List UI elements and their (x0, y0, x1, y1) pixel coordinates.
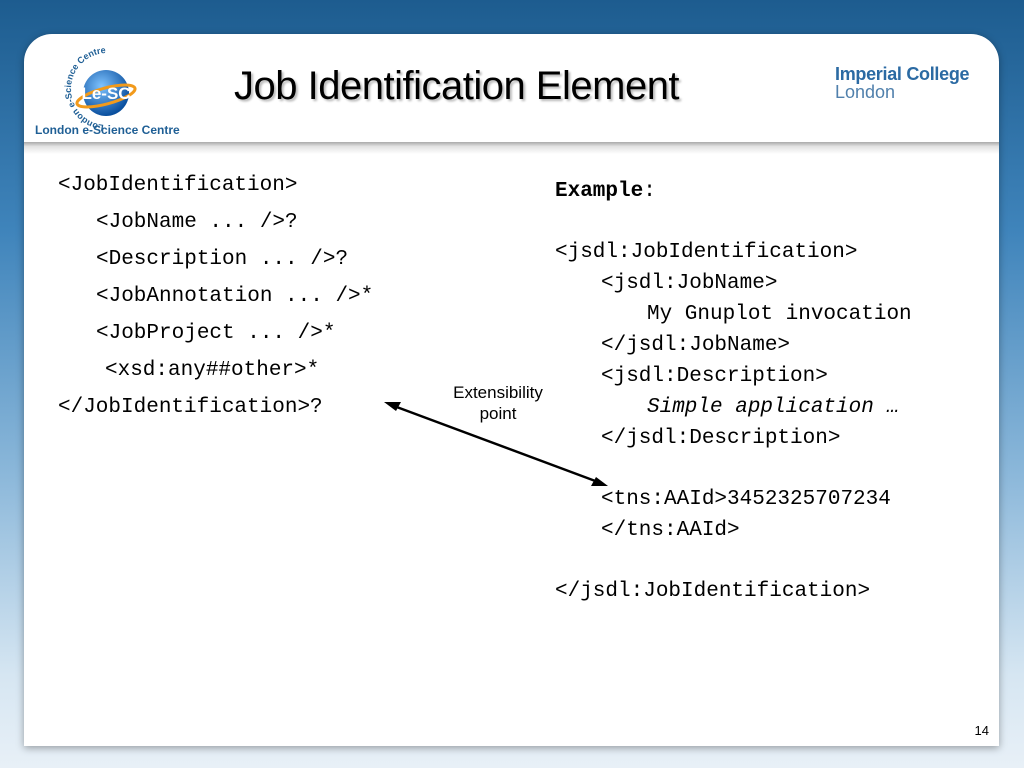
college-line-1: Imperial College (835, 64, 970, 84)
example-colon: : (643, 180, 656, 203)
example-line: Simple application … (647, 396, 900, 419)
code-line: </JobIdentification>? (58, 396, 323, 419)
arrow-head-left (384, 402, 401, 411)
example-line: </tns:AAId> (601, 519, 740, 542)
lesc-logo: London e-Science Centre Le-SC (62, 44, 137, 133)
code-line: <JobProject ... />* (96, 322, 336, 345)
code-line: <JobName ... />? (96, 211, 298, 234)
imperial-college-logo: Imperial College London (835, 64, 970, 102)
code-line: <Description ... />? (96, 248, 349, 271)
extensibility-callout: Extensibility point (436, 382, 560, 424)
header-shadow (24, 146, 999, 154)
example-line: <jsdl:Description> (601, 365, 828, 388)
example-line: </jsdl:Description> (601, 427, 841, 450)
arrow-head-right (591, 477, 608, 486)
example-line: <jsdl:JobIdentification> (555, 241, 858, 264)
example-line: </jsdl:JobName> (601, 334, 791, 357)
code-line: <JobIdentification> (58, 174, 298, 197)
slide: London e-Science Centre Le-SC London e-S… (24, 34, 999, 746)
slide-header: London e-Science Centre Le-SC London e-S… (24, 34, 999, 144)
code-line: <JobAnnotation ... />* (96, 285, 374, 308)
example-line: <tns:AAId>3452325707234 (601, 488, 891, 511)
code-line: <xsd:any##other>* (105, 359, 320, 382)
callout-line-1: Extensibility (453, 383, 543, 402)
centre-name: London e-Science Centre (35, 123, 180, 137)
logo-text: Le-SC (81, 84, 130, 103)
example-line: </jsdl:JobIdentification> (555, 580, 871, 603)
page-title: Job Identification Element (234, 64, 680, 108)
page-number: 14 (974, 723, 989, 738)
college-line-2: London (835, 82, 896, 102)
example-line: <jsdl:JobName> (601, 272, 778, 295)
example-heading: Example: (555, 180, 656, 203)
example-label: Example (555, 180, 644, 203)
header-divider (24, 142, 999, 146)
logo-sphere (83, 70, 129, 116)
example-line: My Gnuplot invocation (647, 303, 912, 326)
logo-orbit (75, 83, 137, 109)
callout-line-2: point (479, 404, 517, 423)
